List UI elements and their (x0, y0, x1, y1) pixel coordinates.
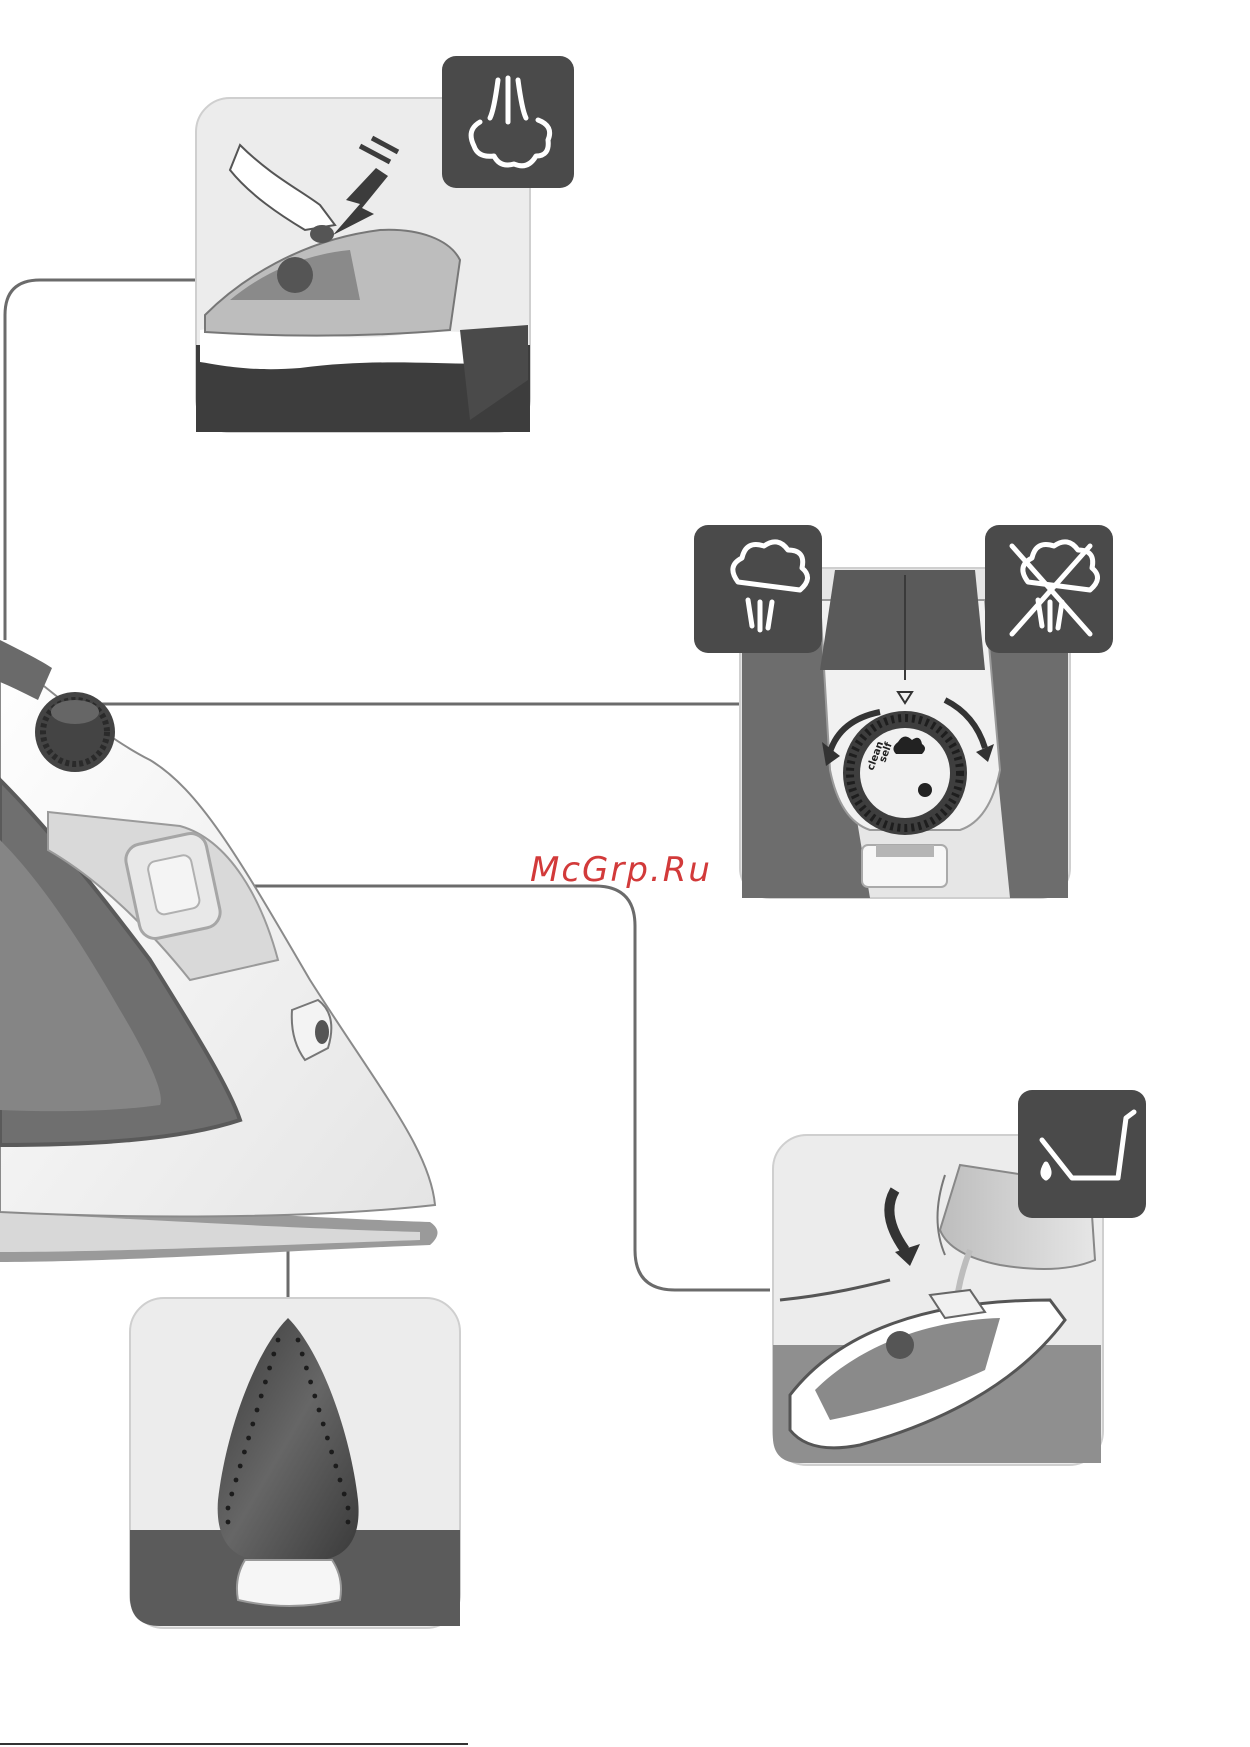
steam-hole (246, 1436, 251, 1441)
main-iron-illustration (0, 640, 438, 1262)
steam-hole (250, 1422, 255, 1427)
steam-hole (325, 1436, 330, 1441)
steam-hole (263, 1380, 268, 1385)
connector-steam-burst (5, 280, 196, 640)
steam-hole (226, 1520, 231, 1525)
steam-burst-icon (442, 56, 574, 188)
steam-hole (333, 1464, 338, 1469)
steam-hole (300, 1352, 305, 1357)
steam-hole (329, 1450, 334, 1455)
steam-hole (226, 1506, 231, 1511)
no-steam-icon (985, 525, 1113, 653)
steam-hole (234, 1478, 239, 1483)
steam-hole (321, 1422, 326, 1427)
steam-hole (296, 1338, 301, 1343)
steam-hole (255, 1408, 260, 1413)
steam-hole (271, 1352, 276, 1357)
steam-hole (312, 1394, 317, 1399)
steam-hole (304, 1366, 309, 1371)
steam-hole (346, 1506, 351, 1511)
steam-hole (276, 1338, 281, 1343)
steam-hole (238, 1464, 243, 1469)
watermark-text: McGrp.Ru (530, 850, 712, 890)
steam-hole (308, 1380, 313, 1385)
steam-hole (317, 1408, 322, 1413)
steam-hole (259, 1394, 264, 1399)
variable-steam-icon (694, 525, 822, 653)
steam-hole (338, 1478, 343, 1483)
steam-hole (342, 1492, 347, 1497)
steam-hole (267, 1366, 272, 1371)
panel-soleplate (130, 1298, 460, 1628)
fill-water-icon (1018, 1090, 1146, 1218)
steam-hole (346, 1520, 351, 1525)
steam-hole (242, 1450, 247, 1455)
steam-hole (229, 1492, 234, 1497)
